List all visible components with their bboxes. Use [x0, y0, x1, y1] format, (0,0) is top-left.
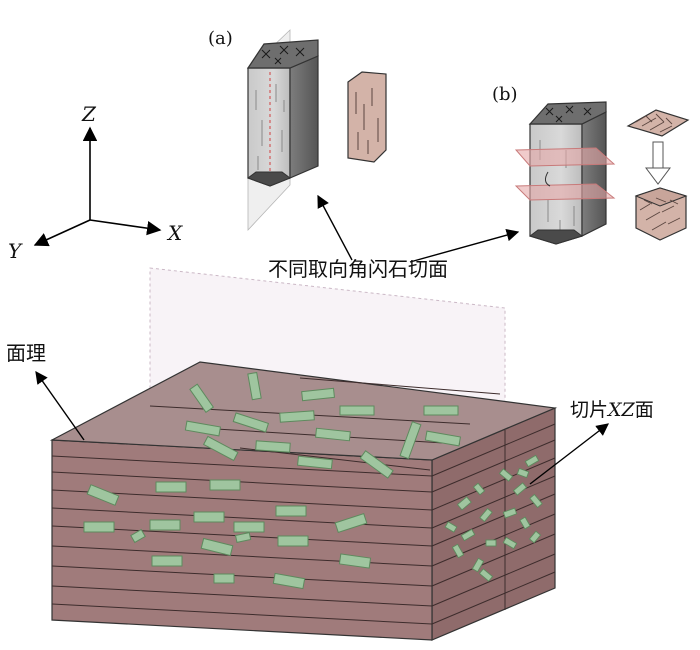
xz-slice-annotation: 切片XZ面 — [529, 399, 654, 485]
front-amphibole-grains — [83, 479, 372, 590]
foliation-arrow — [35, 370, 85, 441]
foliation-label: 面理 — [6, 341, 46, 365]
cross-section-block — [634, 187, 688, 241]
panel-b-label: (b) — [492, 84, 518, 105]
xz-slice-arrow — [529, 423, 609, 485]
horizontal-cut-plane-upper — [514, 147, 616, 167]
y-axis-label: Y — [8, 239, 23, 263]
arrow-to-crystal-a — [317, 194, 353, 261]
x-axis-arrow — [89, 219, 162, 236]
xz-slice-label: 切片XZ面 — [570, 399, 654, 421]
panel-a-label: (a) — [208, 28, 233, 49]
side-amphibole-grains — [444, 454, 543, 582]
arrow-to-crystal-b — [409, 228, 520, 263]
horizontal-cut-plane-lower — [514, 183, 616, 201]
sections-caption: 不同取向角闪石切面 — [268, 257, 448, 281]
down-arrow-icon — [645, 141, 671, 185]
x-axis-label: X — [166, 221, 183, 245]
rotation-arrow-icon — [544, 171, 551, 187]
foliation-annotation: 面理 — [6, 341, 85, 441]
y-axis-arrow — [33, 219, 91, 247]
basal-section — [626, 109, 690, 137]
sections-annotation: 不同取向角闪石切面 — [268, 194, 520, 281]
panel-a: (a) — [208, 28, 387, 232]
amphibole-crystal-a — [246, 39, 319, 187]
top-amphibole-grains — [184, 371, 462, 479]
coordinate-axes: Z X Y — [8, 102, 183, 263]
panel-b: (b) — [492, 84, 690, 245]
longitudinal-section-a — [347, 71, 387, 163]
z-axis-label: Z — [81, 102, 97, 126]
rock-slab — [49, 361, 558, 641]
amphibole-crystal-b — [528, 101, 607, 245]
